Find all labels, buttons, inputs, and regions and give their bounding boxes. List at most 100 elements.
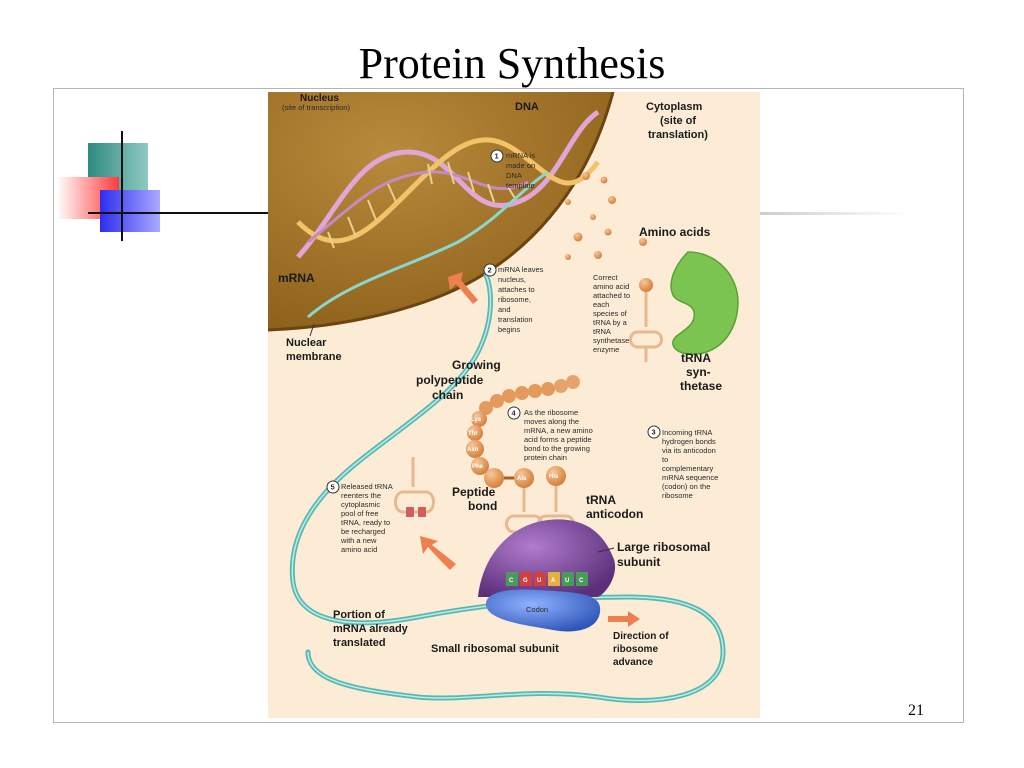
svg-text:nucleus,: nucleus, — [498, 275, 526, 284]
slide-title: Protein Synthesis — [358, 39, 666, 88]
portion-translated-label-3: translated — [333, 637, 386, 649]
peptide-bond-label-2: bond — [468, 499, 497, 513]
svg-text:pool of free: pool of free — [341, 509, 379, 518]
portion-translated-label: Portion of — [333, 609, 385, 621]
nucleus-shape — [268, 92, 613, 330]
svg-text:1: 1 — [495, 152, 499, 161]
svg-text:As the ribosome: As the ribosome — [524, 408, 578, 417]
svg-text:Incoming tRNA: Incoming tRNA — [662, 428, 712, 437]
trna-synthetase-enzyme — [670, 251, 739, 355]
page-number: 21 — [908, 702, 924, 719]
nuclear-membrane-label-2: membrane — [286, 351, 342, 363]
svg-text:moves along the: moves along the — [524, 417, 579, 426]
svg-text:mRNA leaves: mRNA leaves — [498, 265, 544, 274]
nucleus-label: Nucleus — [300, 93, 339, 104]
codon-bases: C G U A U C — [506, 572, 588, 586]
svg-text:protein chain: protein chain — [524, 453, 567, 462]
mrna-label: mRNA — [278, 271, 315, 285]
svg-text:each: each — [593, 300, 609, 309]
step3-text: Incoming tRNA hydrogen bonds via its ant… — [662, 428, 718, 500]
svg-text:C: C — [579, 578, 584, 584]
deco-horizontal-line — [88, 212, 268, 214]
growing-chain-label: Growing — [452, 358, 501, 372]
svg-text:4: 4 — [512, 409, 517, 418]
svg-text:be recharged: be recharged — [341, 527, 385, 536]
svg-text:5: 5 — [331, 483, 335, 492]
svg-text:attaches to: attaches to — [498, 285, 535, 294]
svg-text:acid forms a peptide: acid forms a peptide — [524, 435, 592, 444]
nuclear-membrane-label: Nuclear — [286, 337, 327, 349]
svg-text:amino acid: amino acid — [593, 282, 629, 291]
cytoplasm-label-2: (site of — [660, 115, 696, 127]
svg-text:translation: translation — [498, 315, 533, 324]
svg-text:bond to the growing: bond to the growing — [524, 444, 590, 453]
svg-text:3: 3 — [652, 428, 656, 437]
svg-text:made on: made on — [506, 161, 535, 170]
deco-vertical-line — [121, 131, 123, 241]
svg-text:C: C — [509, 578, 514, 584]
content-frame — [53, 88, 964, 723]
free-amino-acids — [565, 172, 647, 260]
svg-text:reenters the: reenters the — [341, 491, 381, 500]
svg-text:amino acid: amino acid — [341, 545, 377, 554]
growing-chain-label-2: polypeptide — [416, 373, 484, 387]
step2-text: mRNA leaves nucleus, attaches to ribosom… — [498, 265, 544, 334]
svg-text:mRNA sequence: mRNA sequence — [662, 473, 718, 482]
dna-helix — [296, 109, 600, 319]
protein-synthesis-diagram: Lys Thr Asn Phe Ala His C G U A U C Codo… — [267, 91, 760, 718]
svg-text:DNA: DNA — [506, 171, 522, 180]
svg-text:2: 2 — [488, 266, 492, 275]
small-subunit-label: Small ribosomal subunit — [431, 643, 559, 655]
svg-text:A: A — [551, 578, 556, 584]
mrna-strand-nucleus — [307, 170, 549, 319]
svg-text:Ala: Ala — [517, 476, 527, 482]
large-subunit-label: Large ribosomal — [617, 540, 710, 554]
svg-text:species of: species of — [593, 309, 628, 318]
codon-label: Codon — [526, 605, 548, 614]
portion-translated-label-2: mRNA already — [333, 623, 409, 635]
amino-acids-label: Amino acids — [639, 225, 711, 239]
released-trna — [394, 457, 435, 517]
svg-text:Phe: Phe — [472, 464, 484, 470]
trna-synthetase-label: tRNA — [681, 351, 711, 365]
svg-text:to: to — [662, 455, 668, 464]
svg-text:hydrogen bonds: hydrogen bonds — [662, 437, 716, 446]
deco-blue-square — [100, 190, 160, 232]
svg-text:with a new: with a new — [340, 536, 377, 545]
svg-text:U: U — [565, 578, 569, 584]
svg-text:Correct: Correct — [593, 273, 619, 282]
svg-text:U: U — [537, 578, 541, 584]
exit-arrow — [448, 272, 478, 304]
deco-line-fade — [760, 212, 910, 215]
step1-text: mRNA is made on DNA template — [506, 151, 535, 190]
svg-text:template: template — [506, 181, 535, 190]
svg-text:(codon) on the: (codon) on the — [662, 482, 710, 491]
svg-text:Thr: Thr — [468, 431, 478, 437]
trna-at-synthetase — [629, 278, 663, 362]
svg-text:synthetase: synthetase — [593, 336, 629, 345]
svg-text:mRNA is: mRNA is — [506, 151, 535, 160]
svg-text:Asn: Asn — [467, 447, 479, 453]
correct-amino-acid-text: Correct amino acid attached to each spec… — [593, 273, 630, 354]
step-markers — [326, 149, 661, 494]
svg-text:His: His — [549, 474, 559, 480]
growing-chain-label-3: chain — [432, 388, 463, 402]
small-ribosomal-subunit — [486, 589, 601, 632]
step5-text: Released tRNA reenters the cytoplasmic p… — [340, 482, 393, 554]
svg-text:attached to: attached to — [593, 291, 630, 300]
direction-label-2: ribosome — [613, 644, 658, 655]
svg-text:tRNA by a: tRNA by a — [593, 318, 628, 327]
large-subunit-label-2: subunit — [617, 555, 660, 569]
svg-text:begins: begins — [498, 325, 520, 334]
dna-label: DNA — [515, 101, 539, 113]
cytoplasm-label: Cytoplasm — [646, 101, 702, 113]
svg-text:mRNA, a new amino: mRNA, a new amino — [524, 426, 593, 435]
nucleus-sublabel: (site of transcription) — [282, 103, 350, 112]
svg-text:tRNA: tRNA — [593, 327, 611, 336]
svg-text:G: G — [523, 578, 528, 584]
peptide-bond-label: Peptide — [452, 485, 496, 499]
cytoplasm-label-3: translation) — [648, 129, 708, 141]
polypeptide-chain — [466, 375, 580, 488]
svg-text:enzyme: enzyme — [593, 345, 619, 354]
svg-text:complementary: complementary — [662, 464, 714, 473]
